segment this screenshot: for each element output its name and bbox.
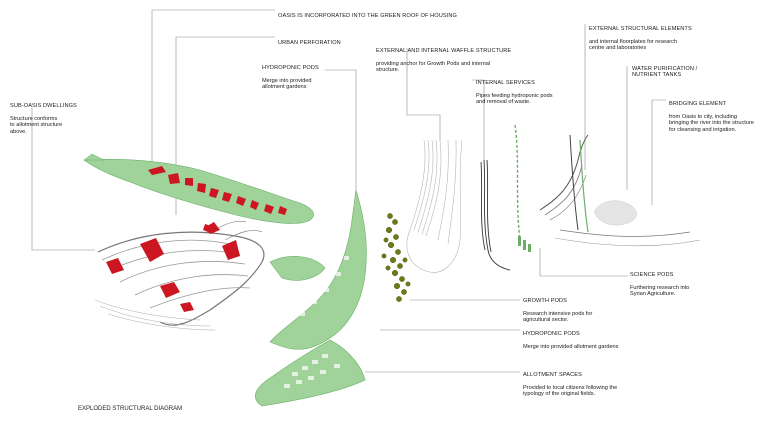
leader-internal-services <box>472 79 485 160</box>
label-bridging-heading: BRIDGING ELEMENT <box>669 100 727 107</box>
diagram-title: EXPLODED STRUCTURAL DIAGRAM <box>78 406 183 412</box>
leader-oasis-roof <box>151 9 275 165</box>
label-science-pods-body: Furthering research into Syrian Agricult… <box>630 284 690 298</box>
label-waffle: EXTERNAL AND INTERNAL WAFFLE STRUCTURE p… <box>376 41 511 81</box>
label-external-structural-heading: EXTERNAL STRUCTURAL ELEMENTS <box>589 25 692 32</box>
leader-urban-perforation <box>175 36 275 215</box>
label-sub-oasis: SUB-OASIS DWELLINGS Structure conforms t… <box>10 96 77 142</box>
label-science-pods: SCIENCE PODS Furthering research into Sy… <box>630 265 689 305</box>
label-hydroponic-bottom-body: Merge into provided allotment gardens <box>523 343 619 350</box>
label-sub-oasis-body: Structure conforms to allotment structur… <box>10 115 63 135</box>
label-internal-services-body: Pipes feeding hydroponic pods and remova… <box>476 92 553 106</box>
leader-hydroponic-top <box>325 69 357 190</box>
label-internal-services-heading: INTERNAL SERVICES <box>476 79 535 86</box>
leader-sub-oasis <box>31 108 95 251</box>
label-urban-perforation-heading: URBAN PERFORATION <box>278 39 341 46</box>
waffle-structure <box>406 139 463 273</box>
internal-services <box>480 159 511 271</box>
label-urban-perforation: URBAN PERFORATION <box>278 33 341 53</box>
label-allotment-body: Provided to local citizens following the… <box>523 384 618 398</box>
label-growth-pods-body: Research intensive pods for agricultural… <box>523 310 593 324</box>
leader-waffle <box>406 48 441 140</box>
label-allotment-heading: ALLOTMENT SPACES <box>523 371 582 378</box>
allotment-ribbon <box>255 189 367 407</box>
leader-science-pods <box>539 248 628 277</box>
leader-lines <box>31 9 666 373</box>
green-roof <box>83 153 314 234</box>
label-sub-oasis-heading: SUB-OASIS DWELLINGS <box>10 102 77 109</box>
label-waffle-body: providing anchor for Growth Pods and int… <box>376 60 491 74</box>
sub-oasis-dwellings <box>94 220 265 331</box>
urban-perforations <box>148 166 287 234</box>
growth-pods <box>381 213 411 302</box>
label-growth-pods-heading: GROWTH PODS <box>523 297 567 304</box>
label-water-purification-heading: WATER PURIFICATION / NUTRIENT TANKS <box>632 65 698 79</box>
research-structure <box>514 124 701 247</box>
label-growth-pods: GROWTH PODS Research intensive pods for … <box>523 291 592 331</box>
label-hydroponic-top: HYDROPONIC PODS Merge into provided allo… <box>262 58 319 98</box>
water-tanks <box>593 200 637 226</box>
label-hydroponic-bottom: HYDROPONIC PODS Merge into provided allo… <box>523 324 618 357</box>
label-allotment: ALLOTMENT SPACES Provided to local citiz… <box>523 365 617 405</box>
label-external-structural-body: and internal floorplates for research ce… <box>589 38 677 52</box>
label-external-structural: EXTERNAL STRUCTURAL ELEMENTS and interna… <box>589 19 692 59</box>
label-oasis-roof-heading: OASIS IS INCORPORATED INTO THE GREEN ROO… <box>278 12 457 19</box>
label-water-purification: WATER PURIFICATION / NUTRIENT TANKS <box>632 59 697 85</box>
label-bridging-body: from Oasis to city, including bringing t… <box>669 113 754 133</box>
science-pods <box>518 236 531 252</box>
label-bridging: BRIDGING ELEMENT from Oasis to city, inc… <box>669 94 754 140</box>
label-hydroponic-top-heading: HYDROPONIC PODS <box>262 64 319 71</box>
leader-bridging <box>651 99 666 205</box>
label-hydroponic-bottom-heading: HYDROPONIC PODS <box>523 330 580 337</box>
label-internal-services: INTERNAL SERVICES Pipes feeding hydropon… <box>476 73 553 113</box>
label-science-pods-heading: SCIENCE PODS <box>630 271 674 278</box>
label-waffle-heading: EXTERNAL AND INTERNAL WAFFLE STRUCTURE <box>376 47 512 54</box>
label-oasis-roof: OASIS IS INCORPORATED INTO THE GREEN ROO… <box>278 6 457 26</box>
label-hydroponic-top-body: Merge into provided allotment gardens <box>262 77 312 91</box>
